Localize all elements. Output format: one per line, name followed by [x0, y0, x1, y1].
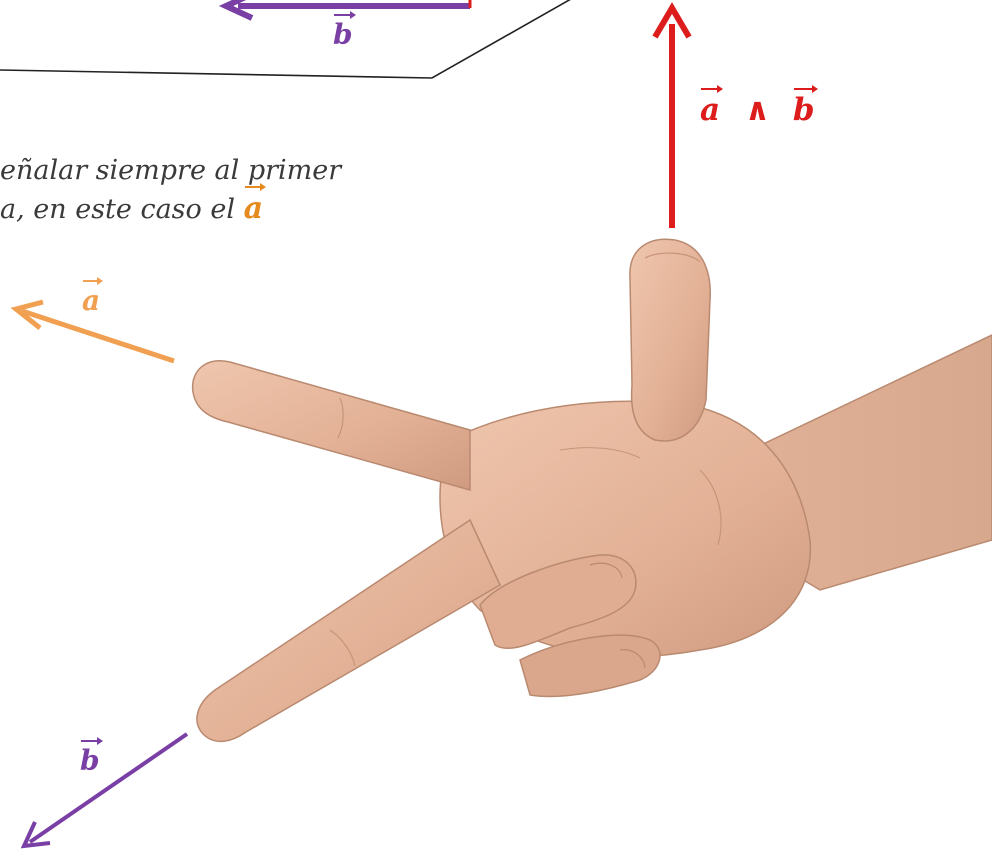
- a-vector-label: a: [82, 284, 100, 317]
- a-vector-symbol: a: [82, 284, 100, 317]
- cross-product-label: a ∧ b: [700, 92, 815, 128]
- b-vector-arrow: [24, 734, 187, 846]
- wedge-operator: ∧: [745, 92, 770, 128]
- b-vector-symbol-bottom: b: [80, 744, 100, 777]
- caption-line-2: a, en este caso el a: [0, 190, 450, 229]
- cross-product-arrow: [655, 8, 689, 228]
- b-vector-label-bottom: b: [80, 744, 100, 777]
- plane-outline: [0, 0, 578, 78]
- caption-line-2-text: a, en este caso el: [0, 194, 244, 225]
- instruction-caption: eñalar siempre al primer a, en este caso…: [0, 152, 450, 229]
- cross-b-symbol: b: [793, 92, 815, 128]
- hand-illustration: [193, 239, 992, 741]
- caption-highlight-a: a: [244, 190, 263, 228]
- cross-a-symbol: a: [700, 92, 720, 128]
- b-vector-symbol-top: b: [333, 18, 353, 51]
- caption-line-1: eñalar siempre al primer: [0, 152, 450, 190]
- b-vector-label-top: b: [333, 18, 353, 51]
